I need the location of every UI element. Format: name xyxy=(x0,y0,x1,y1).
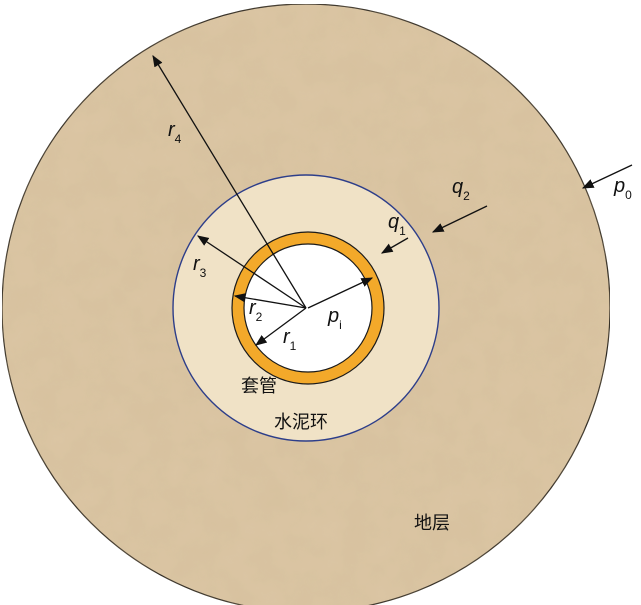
label-r2: r2 xyxy=(249,297,263,324)
label-pi: pi xyxy=(327,305,342,332)
label-casing: 套管 xyxy=(241,376,277,397)
pi-arrow xyxy=(307,277,374,309)
q2-arrow xyxy=(431,205,488,233)
label-p0: p0 xyxy=(613,175,632,202)
r4-arrow xyxy=(152,54,307,309)
label-q2: q2 xyxy=(452,176,470,203)
r1-arrow xyxy=(255,307,307,346)
p0-arrow xyxy=(581,164,633,189)
r3-arrow xyxy=(197,235,307,309)
label-q1: q1 xyxy=(388,211,406,238)
label-r4: r4 xyxy=(168,119,182,146)
label-formation: 地层 xyxy=(414,513,450,534)
label-cement: 水泥环 xyxy=(274,412,328,433)
label-r3: r3 xyxy=(193,253,207,280)
label-r1: r1 xyxy=(283,326,297,353)
q1-arrow xyxy=(380,237,409,254)
r2-arrow xyxy=(233,293,307,309)
